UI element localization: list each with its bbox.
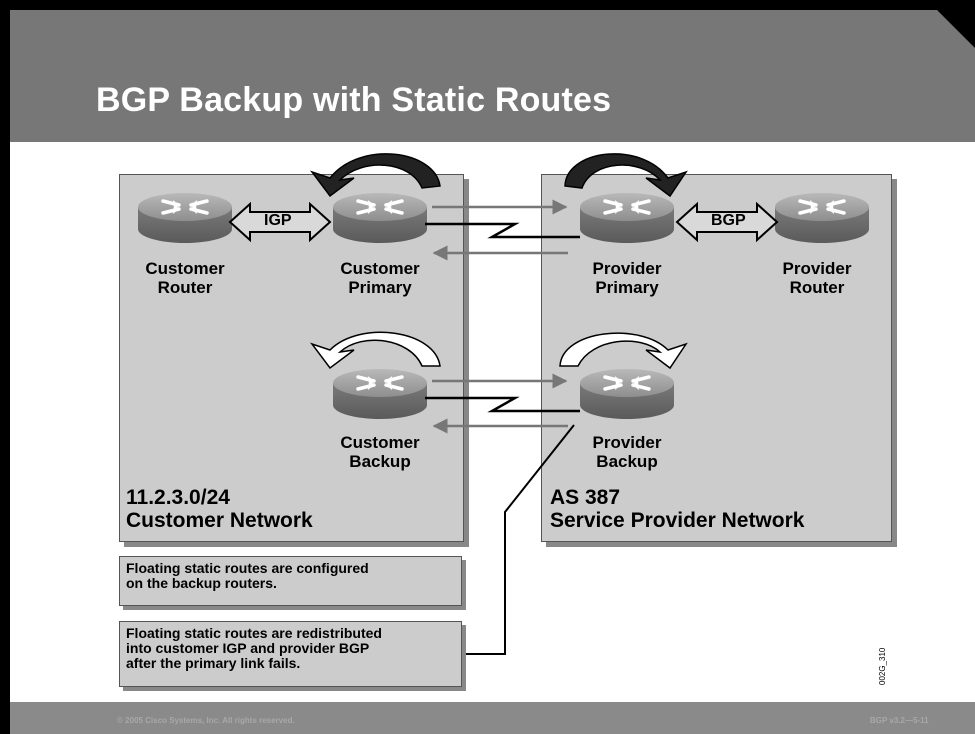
provider-primary-label-line1: Provider <box>592 259 662 278</box>
provider-backup-label-line1: Provider <box>592 433 662 452</box>
provider-primary-label-line2: Primary <box>595 278 659 297</box>
left-border <box>0 0 10 734</box>
customer-network-prefix: 11.2.3.0/24 <box>126 486 230 509</box>
corner-decoration <box>937 10 975 48</box>
primary-serial-link <box>425 199 580 261</box>
customer-backup-redistribution-arrow <box>309 331 441 370</box>
note-floating-static-redistributed: Floating static routes are redistributed… <box>119 621 462 687</box>
bgp-double-arrow <box>675 201 779 243</box>
provider-primary-redistribution-arrow <box>564 153 688 198</box>
customer-backup-router-icon <box>331 367 429 421</box>
figure-id: 002G_310 <box>878 647 887 685</box>
customer-backup-label-line2: Backup <box>349 452 411 471</box>
customer-backup-label-line1: Customer <box>340 433 420 452</box>
note1-line2: on the backup routers. <box>126 575 277 591</box>
provider-network-label: AS 387 Service Provider Network <box>550 486 804 532</box>
igp-double-arrow <box>228 201 332 243</box>
provider-primary-router-icon <box>578 191 676 245</box>
customer-network-label: 11.2.3.0/24 Customer Network <box>126 486 313 532</box>
backup-serial-link <box>425 373 580 434</box>
customer-primary-router-icon <box>331 191 429 245</box>
course-page-number: BGP v3.2—5-11 <box>870 716 929 725</box>
customer-router-label: Customer Router <box>145 259 224 297</box>
note2-line1: Floating static routes are redistributed <box>126 625 382 641</box>
provider-backup-router-icon <box>578 367 676 421</box>
customer-primary-label-line1: Customer <box>340 259 420 278</box>
copyright-text: © 2005 Cisco Systems, Inc. All rights re… <box>117 716 295 725</box>
customer-router-label-line1: Customer <box>145 259 225 278</box>
provider-router-label: Provider Router <box>783 259 852 297</box>
customer-backup-label: Customer Backup <box>340 433 419 471</box>
note2-line2: into customer IGP and provider BGP <box>126 640 370 656</box>
customer-primary-redistribution-arrow <box>309 153 441 198</box>
customer-primary-label: Customer Primary <box>340 259 419 297</box>
title-bar <box>10 10 975 142</box>
top-border <box>0 0 975 10</box>
note1-line1: Floating static routes are configured <box>126 560 369 576</box>
provider-router-icon <box>773 191 871 245</box>
customer-network-name: Customer Network <box>126 509 313 532</box>
note-floating-static-configured: Floating static routes are configured on… <box>119 556 462 606</box>
footer-bar <box>10 702 975 734</box>
provider-primary-label: Provider Primary <box>593 259 662 297</box>
customer-primary-label-line2: Primary <box>348 278 412 297</box>
provider-as-number: AS 387 <box>550 486 621 509</box>
provider-backup-redistribution-arrow <box>559 332 688 370</box>
provider-backup-label: Provider Backup <box>593 433 662 471</box>
customer-router-icon <box>136 191 234 245</box>
customer-router-label-line2: Router <box>157 278 213 297</box>
provider-router-label-line2: Router <box>789 278 845 297</box>
note2-line3: after the primary link fails. <box>126 655 301 671</box>
note-callout-line <box>462 424 575 655</box>
bgp-label: BGP <box>711 212 746 229</box>
provider-network-name: Service Provider Network <box>550 509 805 532</box>
igp-label: IGP <box>264 212 292 229</box>
slide-title: BGP Backup with Static Routes <box>96 81 612 119</box>
provider-backup-label-line2: Backup <box>596 452 658 471</box>
provider-router-label-line1: Provider <box>782 259 852 278</box>
